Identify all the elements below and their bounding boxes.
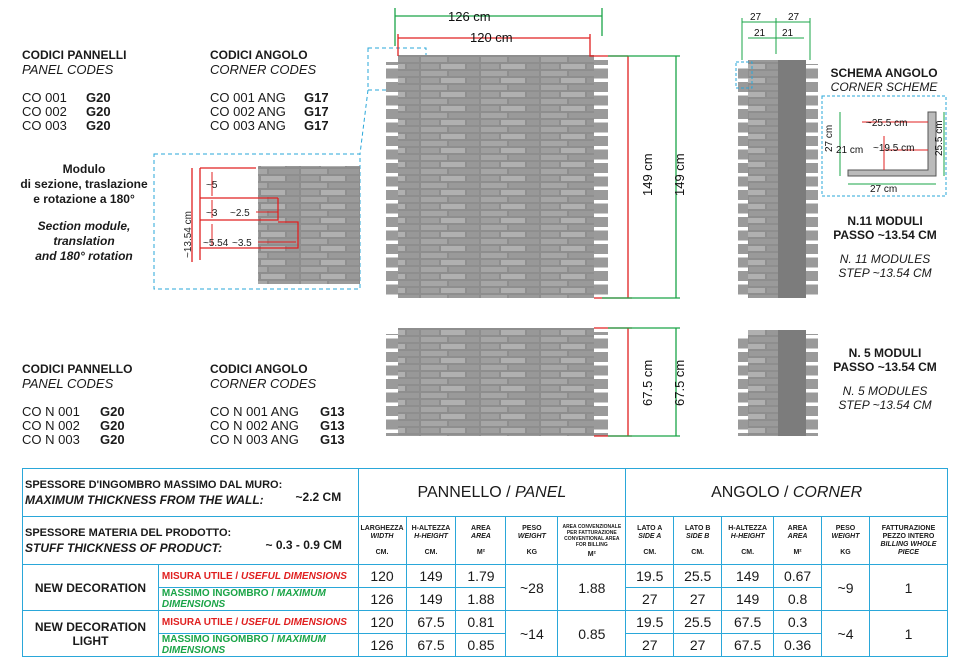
detail-dim-3: ~3 [206, 208, 218, 219]
panel-height-67-b: 67.5 cm [672, 360, 687, 406]
detail-dim-5-54: ~5.54 [203, 238, 229, 249]
table-row: NEW DECORATION MISURA UTILE / USEFUL DIM… [22, 564, 949, 611]
module-note: Modulo di sezione, traslazione e rotazio… [20, 162, 148, 263]
panel-codes-subtitle: PANEL CODES [22, 62, 114, 77]
panel-width-120: 120 cm [470, 30, 513, 45]
spec-table: SPESSORE D'INGOMBRO MASSIMO DAL MURO: MA… [22, 468, 949, 657]
corner-149-image [748, 60, 778, 298]
corner-scheme-heading: SCHEMA ANGOLO CORNER SCHEME [830, 66, 938, 94]
corner-67-image [748, 330, 778, 436]
table-row: NEW DECORATION LIGHT MISURA UTILE / USEF… [22, 610, 949, 657]
panel-height-67-a: 67.5 cm [640, 360, 655, 406]
stuff-thickness-cell: SPESSORE MATERIA DEL PRODOTTO: STUFF THI… [22, 516, 359, 565]
scheme-dim-19-5: ~19.5 cm [873, 143, 914, 154]
detail-dim-13-54: ~13.54 cm [183, 211, 194, 258]
detail-dim-5: ~5 [206, 180, 218, 191]
detail-stone-image [258, 166, 360, 284]
product-drawing: ~5 ~3 ~2.5 ~5.54 ~3.5 ~13.54 cm 126 cm 1… [153, 8, 947, 437]
corner-dim-21-b: 21 [782, 28, 794, 39]
detail-dim-2-5: ~2.5 [230, 208, 250, 219]
corner-codes-title: CODICI ANGOLO [210, 48, 308, 62]
max-thickness-cell: SPESSORE D'INGOMBRO MASSIMO DAL MURO: MA… [22, 468, 359, 517]
detail-dim-3-5: ~3.5 [232, 238, 252, 249]
panel-height-149-a: 149 cm [640, 153, 655, 196]
panel-width-126: 126 cm [448, 9, 491, 24]
modules-5-note: N. 5 MODULI PASSO ~13.54 CM N. 5 MODULES… [833, 346, 937, 412]
modules-11-note: N.11 MODULI PASSO ~13.54 CM N. 11 MODULE… [833, 214, 937, 280]
table-row: MASSIMO INGOMBRO / MAXIMUM DIMENSIONS 12… [23, 587, 948, 611]
table-row: MASSIMO INGOMBRO / MAXIMUM DIMENSIONS 12… [23, 633, 948, 657]
panel-codes-title: CODICI PANNELLI [22, 48, 127, 62]
corner-dim-27-b: 27 [788, 12, 800, 23]
scheme-dim-27-v: 27 cm [824, 125, 835, 152]
corner-header: ANGOLO / CORNER [625, 468, 948, 517]
panel-67-image [398, 328, 594, 436]
corner-dim-27-a: 27 [750, 12, 762, 23]
panel-width-dim-lines [394, 8, 603, 46]
panel-header: PANNELLO / PANEL [357, 468, 627, 517]
corner-codes-subtitle: CORNER CODES [210, 62, 317, 77]
scheme-dim-27-h: 27 cm [870, 184, 897, 195]
corner-scheme-shape [847, 111, 937, 177]
scheme-dim-25-5: ~25.5 cm [866, 118, 907, 129]
panel-149-image [398, 55, 594, 298]
panel-height-149-b: 149 cm [672, 153, 687, 196]
detail-dimension-lines [191, 167, 299, 262]
corner-dim-21-a: 21 [754, 28, 766, 39]
scheme-dim-21: 21 cm [836, 145, 863, 156]
scheme-dim-25-5-v: 25.5 cm [934, 120, 945, 156]
